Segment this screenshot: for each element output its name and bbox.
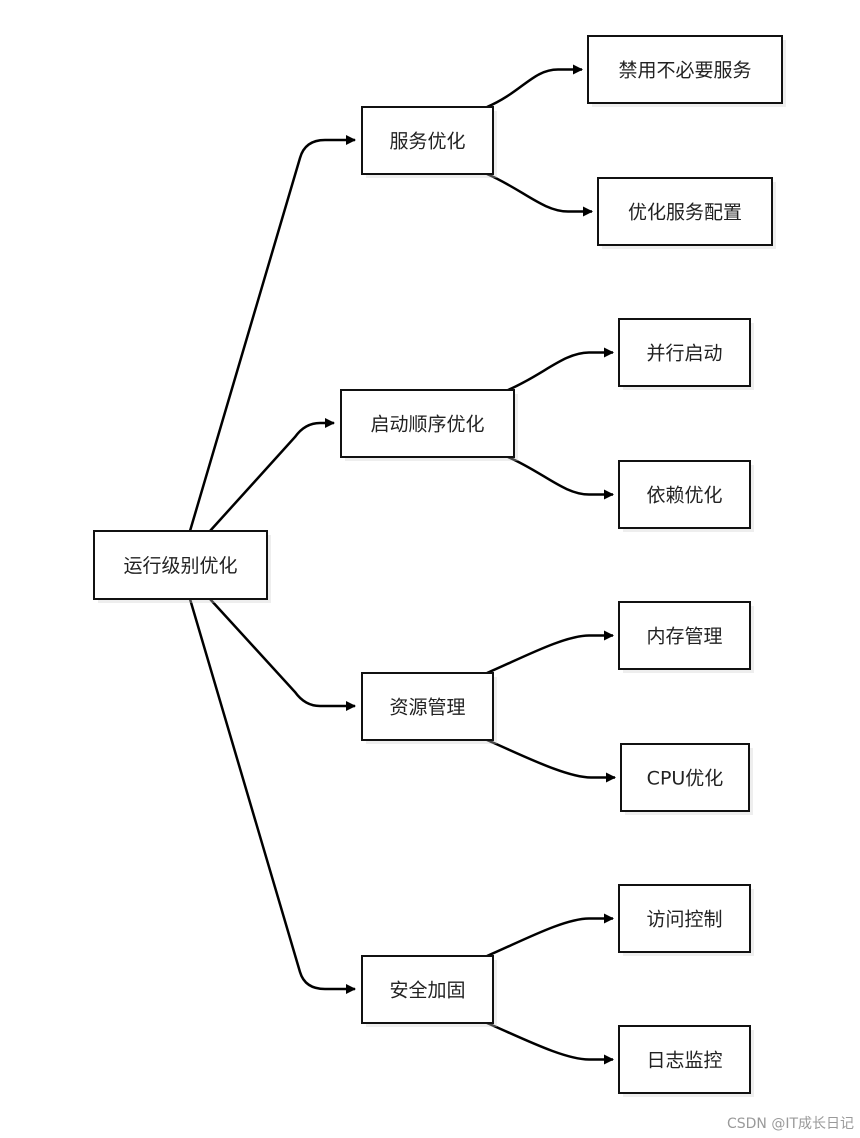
edge-g4-g4c1	[486, 913, 614, 958]
node-g4c2: 日志监控	[618, 1025, 754, 1097]
node-g3: 资源管理	[361, 672, 497, 744]
node-label: 并行启动	[646, 343, 722, 365]
node-label: 运行级别优化	[123, 555, 237, 577]
edge-root-g1	[188, 135, 356, 532]
node-g2: 启动顺序优化	[340, 389, 518, 461]
node-box	[340, 389, 515, 458]
node-label: 优化服务配置	[628, 202, 742, 224]
node-label: 访问控制	[646, 909, 722, 931]
node-box	[587, 35, 783, 104]
edge-root-g2	[209, 418, 335, 532]
node-g1: 服务优化	[361, 106, 497, 178]
node-label: 依赖优化	[646, 485, 722, 507]
node-g2c1: 并行启动	[618, 318, 754, 390]
edge-g2-g2c2	[507, 455, 614, 500]
edge-g2-g2c1	[507, 347, 614, 392]
node-label: 服务优化	[389, 131, 465, 153]
node-box	[93, 530, 268, 600]
node-label: 启动顺序优化	[370, 414, 484, 436]
edge-root-g4	[188, 598, 356, 994]
node-box	[361, 672, 494, 741]
node-box	[620, 743, 750, 812]
node-label: 内存管理	[646, 626, 722, 648]
node-box	[618, 601, 751, 670]
node-g2c2: 依赖优化	[618, 460, 754, 532]
node-g3c1: 内存管理	[618, 601, 754, 673]
node-label: 日志监控	[646, 1050, 722, 1072]
edge-g3-g3c2	[486, 738, 616, 783]
edge-g1-g1c2	[486, 172, 593, 217]
edge-g1-g1c1	[486, 64, 583, 109]
edge-g3-g3c1	[486, 630, 614, 675]
node-box	[618, 884, 751, 953]
node-g4: 安全加固	[361, 955, 497, 1027]
node-box	[597, 177, 773, 246]
node-box	[361, 106, 494, 175]
watermark: CSDN @IT成长日记	[726, 1116, 854, 1132]
node-box	[618, 1025, 751, 1094]
node-label: 安全加固	[389, 980, 465, 1002]
node-box	[361, 955, 494, 1024]
node-g3c2: CPU优化	[620, 743, 753, 815]
node-g4c1: 访问控制	[618, 884, 754, 956]
node-g1c1: 禁用不必要服务	[587, 35, 786, 107]
node-label: 资源管理	[389, 697, 465, 719]
edge-g4-g4c2	[486, 1021, 614, 1065]
node-label: CPU优化	[647, 768, 724, 790]
node-g1c2: 优化服务配置	[597, 177, 776, 249]
node-root: 运行级别优化	[93, 530, 271, 603]
node-box	[618, 460, 751, 529]
node-label: 禁用不必要服务	[618, 60, 751, 82]
edge-root-g3	[209, 598, 356, 711]
node-box	[618, 318, 751, 387]
